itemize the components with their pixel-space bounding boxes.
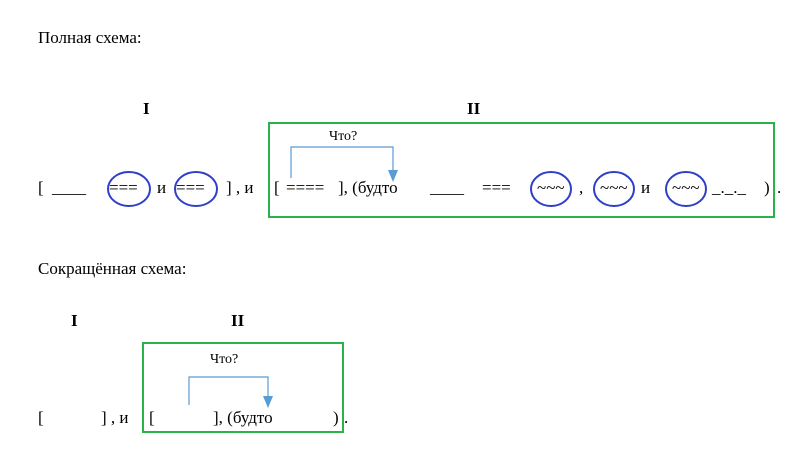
- full-conj-and-2: и: [641, 178, 651, 197]
- full-scheme-heading: Полная схема:: [38, 28, 142, 47]
- full-comma: ,: [579, 178, 584, 197]
- full-conj-and-1: и: [157, 178, 167, 197]
- full-subject-blank-1: ____: [52, 178, 86, 197]
- full-question-arrowhead: [388, 170, 398, 182]
- circle-predicate-2: [174, 171, 218, 207]
- full-wave-3: ~~~: [672, 178, 700, 197]
- full-part-1-label: I: [143, 99, 150, 118]
- short-scheme-heading: Сокращённая схема:: [38, 259, 187, 278]
- full-part2-frame: [268, 122, 775, 218]
- full-bracket-open-1: [: [38, 178, 44, 197]
- circle-wave-3: [665, 171, 707, 207]
- short-bracket-open-1: [: [38, 408, 44, 427]
- full-subject-blank-2: ____: [430, 178, 464, 197]
- full-predicate-3: ====: [286, 178, 325, 197]
- circle-predicate-1: [107, 171, 151, 207]
- short-part-1-label: I: [71, 311, 78, 330]
- circle-wave-2: [593, 171, 635, 207]
- full-predicate-1: ===: [109, 178, 138, 197]
- full-period: .: [777, 178, 782, 197]
- full-part-2-label: II: [467, 99, 481, 118]
- full-wave-2: ~~~: [600, 178, 628, 197]
- short-bracket-close-1: ] , и: [101, 408, 129, 427]
- short-part-2-label: II: [231, 311, 245, 330]
- full-bracket-close-2: ], (будто: [338, 178, 398, 197]
- circle-wave-1: [530, 171, 572, 207]
- full-predicate-4: ===: [482, 178, 511, 197]
- short-paren-close: ): [333, 408, 339, 427]
- short-bracket-close-2: ], (будто: [213, 408, 273, 427]
- full-bracket-close-1: ] , и: [226, 178, 254, 197]
- full-wave-1: ~~~: [537, 178, 565, 197]
- short-part2-frame: [142, 342, 344, 433]
- full-paren-close: ): [764, 178, 770, 197]
- full-question-bracket: [290, 146, 394, 178]
- full-predicate-2: ===: [176, 178, 205, 197]
- short-bracket-open-2: [: [149, 408, 155, 427]
- full-bracket-open-2: [: [274, 178, 280, 197]
- short-question-bracket: [188, 376, 269, 405]
- short-question-label: Что?: [210, 352, 239, 367]
- full-question-label: Что?: [329, 129, 358, 144]
- short-period: .: [344, 408, 349, 427]
- short-question-arrowhead: [263, 396, 273, 408]
- full-dash-dot: _._._: [712, 178, 746, 197]
